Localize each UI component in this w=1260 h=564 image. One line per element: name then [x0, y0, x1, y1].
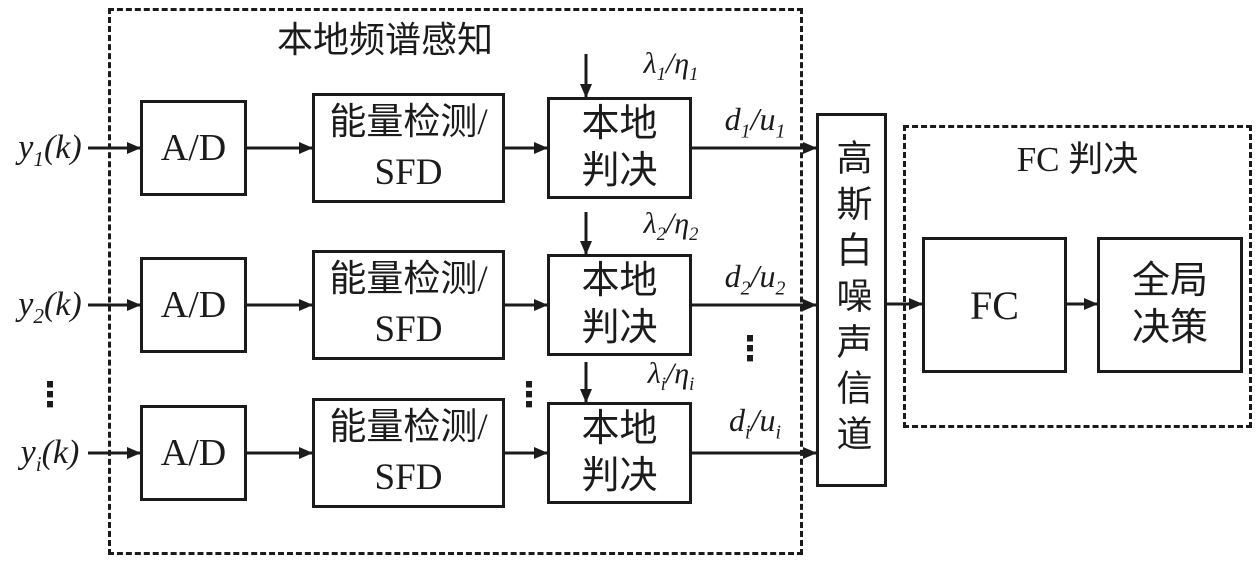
threshold-label-i: λi/ηi [647, 357, 695, 395]
global-decision-box: 全局决策 [1097, 237, 1243, 373]
adc-box-1: A/D [140, 100, 247, 196]
local-decision-box-2: 本地判决 [547, 254, 692, 356]
input-signal-label-1: y1(k) [18, 129, 82, 171]
awgn-channel-box: 高斯白噪声信道 [816, 113, 887, 487]
decision-output-label-2: d2/u2 [724, 258, 786, 300]
fc-decision-group-box [903, 125, 1252, 428]
adc-box-i: A/D [140, 405, 247, 501]
fusion-center-box: FC [922, 237, 1067, 373]
energy-detector-box-1: 能量检测/SFD [312, 93, 505, 203]
vertical-ellipsis-outputs: ⋮ [733, 329, 767, 369]
input-signal-label-i: yi(k) [20, 434, 80, 476]
threshold-label-1: λ1/η1 [643, 47, 699, 85]
vertical-ellipsis-branches: ⋮ [512, 375, 546, 415]
threshold-label-2: λ2/η2 [643, 207, 699, 245]
decision-output-label-1: d1/u1 [724, 101, 786, 143]
local-sensing-title: 本地频谱感知 [276, 20, 493, 60]
adc-box-2: A/D [140, 257, 247, 353]
fc-decision-title: FC 判决 [1016, 140, 1139, 179]
energy-detector-box-2: 能量检测/SFD [312, 250, 505, 360]
vertical-ellipsis-inputs: ⋮ [33, 375, 67, 415]
local-sensing-group-box [108, 8, 803, 555]
local-decision-box-i: 本地判决 [547, 402, 692, 504]
input-signal-label-2: y2(k) [18, 286, 82, 328]
decision-output-label-i: di/ui [729, 402, 781, 444]
local-decision-box-1: 本地判决 [547, 97, 692, 199]
energy-detector-box-i: 能量检测/SFD [312, 398, 505, 508]
